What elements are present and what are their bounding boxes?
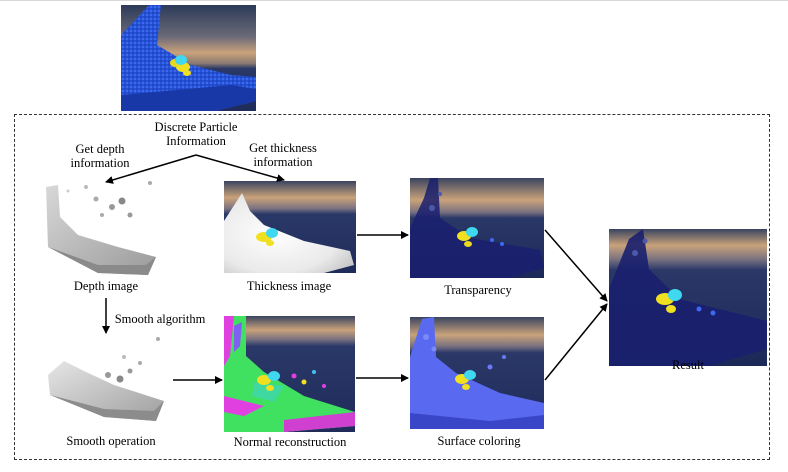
get-depth-label: Get depth information (70, 142, 130, 170)
depth-image-label: Depth image (73, 279, 139, 293)
smooth-algorithm-label: Smooth algorithm (114, 312, 206, 326)
normal-reconstruction-image (224, 316, 355, 432)
transparency-label: Transparency (444, 283, 512, 297)
discrete-particle-label: Discrete Particle Information (154, 120, 238, 148)
get-thickness-label: Get thickness information (249, 141, 317, 169)
result-label: Result (672, 358, 704, 372)
transparency-image (410, 178, 544, 278)
thickness-image-label: Thickness image (246, 279, 332, 293)
pipeline-frame (14, 114, 770, 460)
smooth-operation-image (44, 335, 164, 427)
smooth-operation-label: Smooth operation (66, 434, 156, 448)
thickness-image (224, 181, 356, 273)
depth-image (38, 177, 156, 275)
surface-coloring-label: Surface coloring (437, 434, 521, 448)
particle-simulation-image (121, 5, 256, 111)
top-divider (0, 0, 788, 1)
result-image (609, 229, 767, 366)
normal-reconstruction-label: Normal reconstruction (233, 435, 347, 449)
surface-coloring-image (410, 317, 544, 429)
